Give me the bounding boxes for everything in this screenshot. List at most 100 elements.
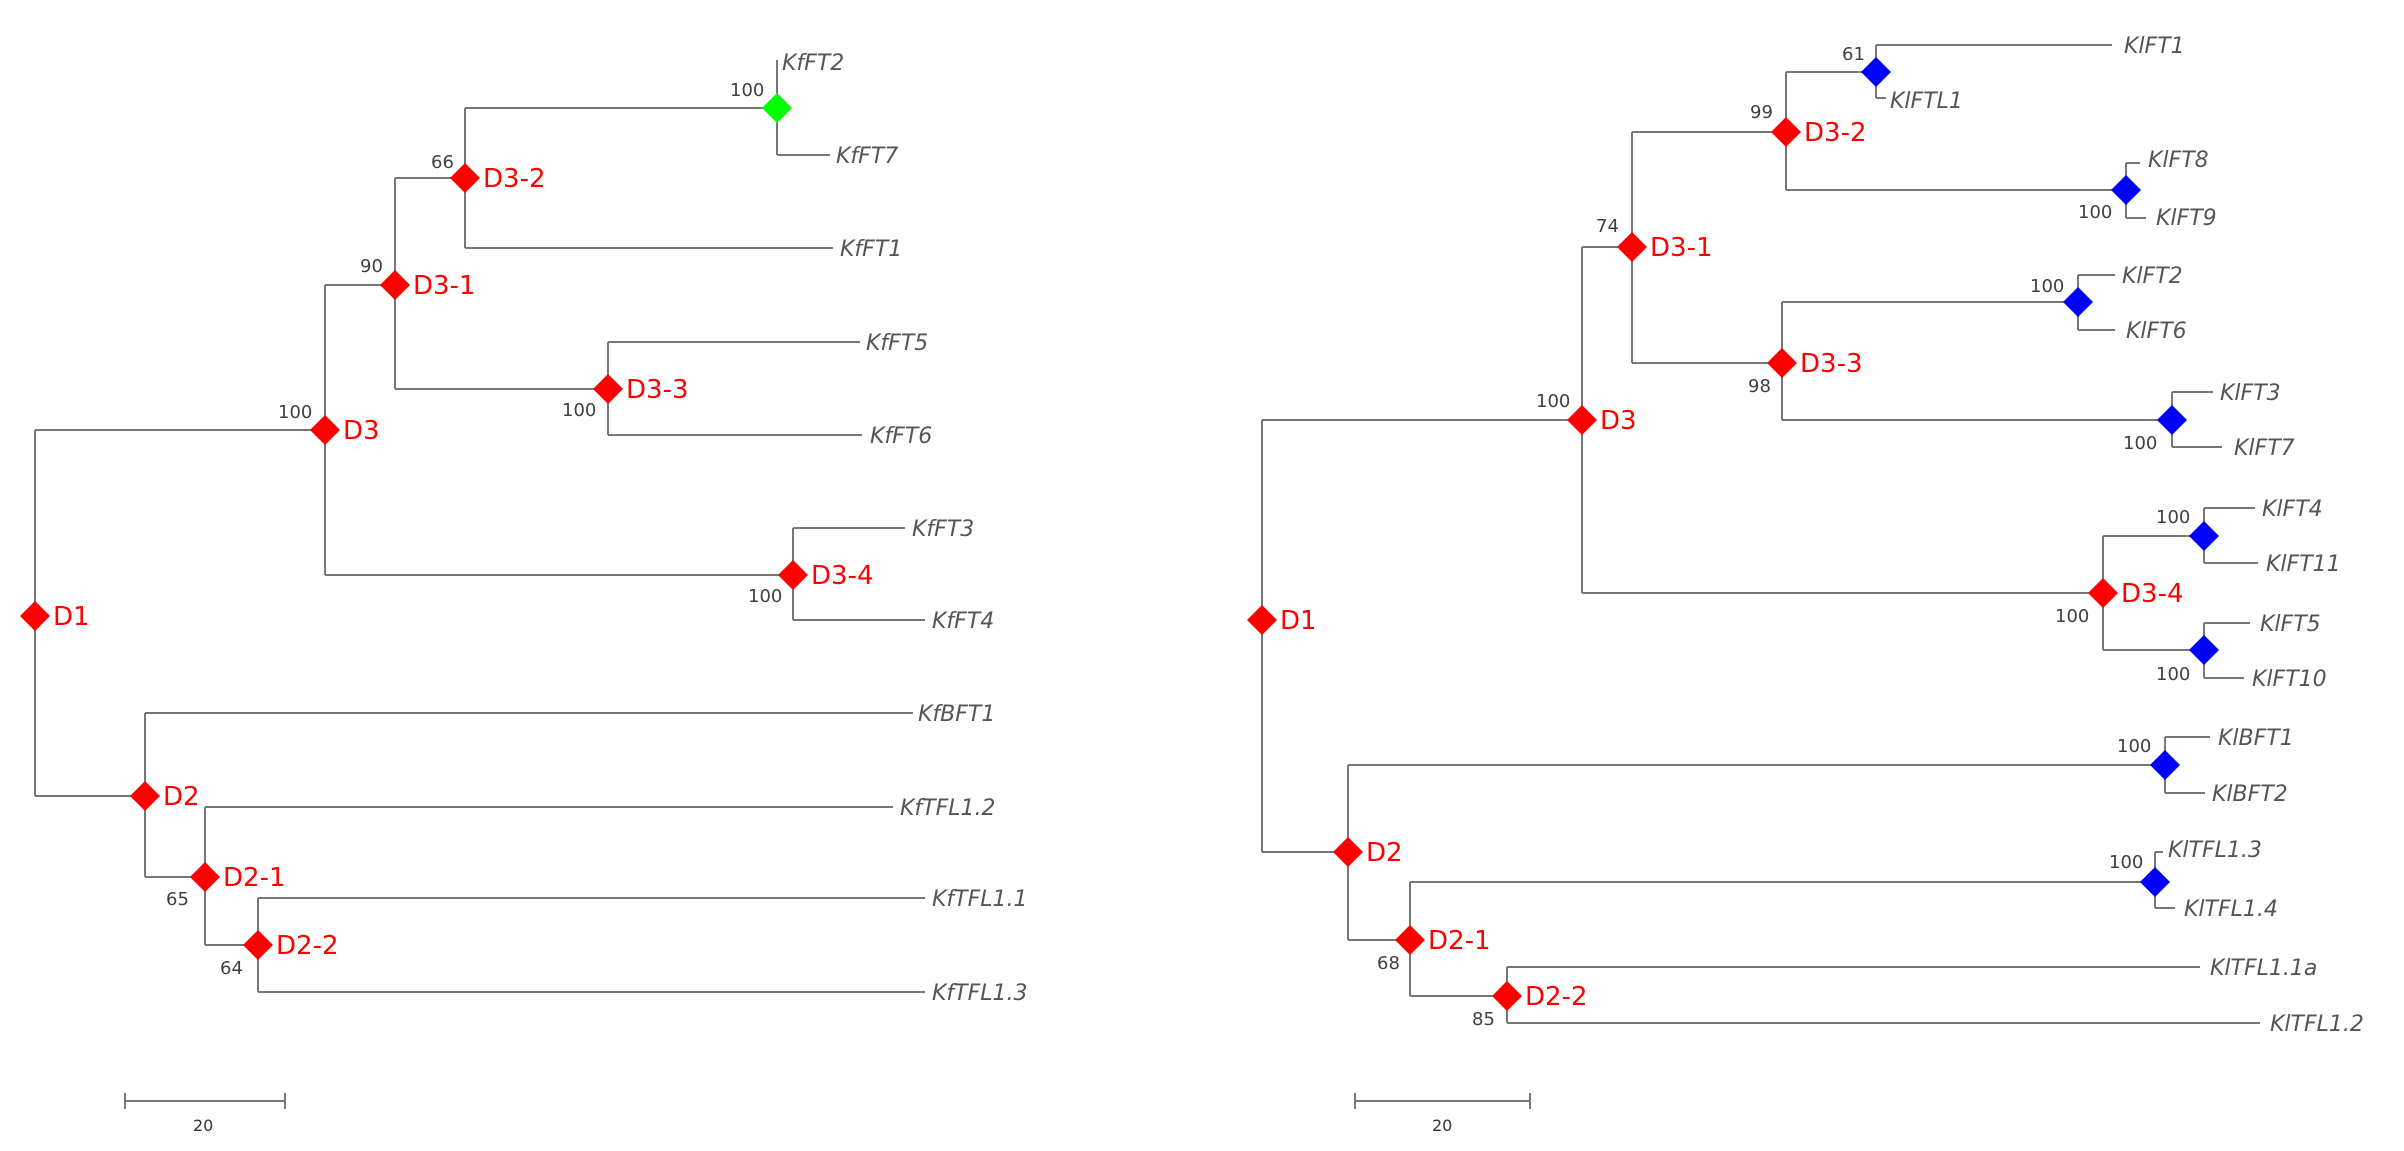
right-node-d32-marker xyxy=(1771,117,1801,147)
left-node-d2-marker xyxy=(130,781,160,811)
left-leaf-kfbft1: KfBFT1 xyxy=(918,702,995,727)
right-leaf-klft10: KlFT10 xyxy=(2252,667,2327,692)
left-leaf-kfft4: KfFT4 xyxy=(932,609,994,634)
right-node-d33-marker xyxy=(1767,348,1797,378)
left-leaf-kfft3: KfFT3 xyxy=(912,517,974,542)
right-node-b2-marker xyxy=(2111,175,2141,205)
left-leaf-kfft5: KfFT5 xyxy=(866,331,928,356)
right-support-b1: 61 xyxy=(1842,44,1865,65)
right-leaf-klft8: KlFT8 xyxy=(2148,148,2209,173)
right-scale-bar-line xyxy=(1354,1093,1531,1109)
left-tree: D1 D3 D3-1 D3-2 D3-3 D3-4 D2 D2-1 D2-2 1… xyxy=(20,51,1028,1135)
right-leaf-klft5: KlFT5 xyxy=(2260,612,2321,637)
left-support-d3-2: 66 xyxy=(431,152,454,173)
right-node-label-d3: D3 xyxy=(1600,406,1637,436)
right-support-b7: 100 xyxy=(2117,736,2151,757)
right-branches xyxy=(1261,44,2260,1024)
left-leaf-kfft2: KfFT2 xyxy=(782,51,844,76)
right-leaf-klft11: KlFT11 xyxy=(2266,552,2341,577)
left-support-d2-1: 65 xyxy=(166,889,189,910)
right-leaf-kltfl1-2: KlTFL1.2 xyxy=(2270,1012,2364,1037)
right-node-label-d3-3: D3-3 xyxy=(1800,349,1863,379)
right-scale-label: 20 xyxy=(1432,1116,1452,1135)
left-node-label-d3-1: D3-1 xyxy=(413,271,476,301)
left-node-d33-marker xyxy=(593,374,623,404)
left-node-d34-marker xyxy=(778,560,808,590)
right-node-label-d3-2: D3-2 xyxy=(1804,118,1867,148)
right-node-label-d1: D1 xyxy=(1280,606,1317,636)
left-leaf-kfft6: KfFT6 xyxy=(870,424,932,449)
right-node-b7-marker xyxy=(2150,750,2180,780)
right-node-b6-marker xyxy=(2189,635,2219,665)
left-support-green: 100 xyxy=(730,80,764,101)
left-leaf-kfft1: KfFT1 xyxy=(840,237,902,262)
left-node-d21-marker xyxy=(190,862,220,892)
left-node-label-d1: D1 xyxy=(53,602,90,632)
left-node-label-d3: D3 xyxy=(343,416,380,446)
right-support-d2-1: 68 xyxy=(1377,953,1400,974)
left-branches xyxy=(34,60,925,993)
left-node-labels: D1 D3 D3-1 D3-2 D3-3 D3-4 D2 D2-1 D2-2 xyxy=(53,164,874,961)
left-node-d3-marker xyxy=(310,415,340,445)
right-node-labels: D1 D3 D3-1 D3-2 D3-3 D3-4 D2 D2-1 D2-2 xyxy=(1280,118,2184,1012)
right-support-d2-2: 85 xyxy=(1472,1009,1495,1030)
left-node-label-d3-3: D3-3 xyxy=(626,375,689,405)
right-support-b4: 100 xyxy=(2123,433,2157,454)
left-node-d22-marker xyxy=(243,930,273,960)
left-support-d3-1: 90 xyxy=(360,256,383,277)
right-node-b3-marker xyxy=(2063,287,2093,317)
right-node-d3-marker xyxy=(1567,405,1597,435)
left-leaf-labels: KfFT2 KfFT7 KfFT1 KfFT5 KfFT6 KfFT3 KfFT… xyxy=(782,51,1028,1006)
right-node-label-d2-2: D2-2 xyxy=(1525,982,1588,1012)
right-leaf-klft6: KlFT6 xyxy=(2126,319,2187,344)
right-node-label-d2: D2 xyxy=(1366,838,1403,868)
left-nodes xyxy=(20,93,808,960)
right-support-d3-2: 99 xyxy=(1750,102,1773,123)
left-leaf-kftfl1-1: KfTFL1.1 xyxy=(932,887,1028,912)
right-node-d34-marker xyxy=(2088,578,2118,608)
right-leaf-klft7: KlFT7 xyxy=(2234,436,2295,461)
left-support-d3-3: 100 xyxy=(562,400,596,421)
right-leaf-klft1: KlFT1 xyxy=(2124,34,2185,59)
right-tree: D1 D3 D3-1 D3-2 D3-3 D3-4 D2 D2-1 D2-2 6… xyxy=(1247,34,2364,1135)
right-scale-bar: 20 xyxy=(1354,1093,1531,1135)
right-support-values: 61 99 100 74 100 98 100 100 100 100 100 … xyxy=(1377,44,2190,1030)
right-nodes xyxy=(1247,57,2219,1011)
right-leaf-klbft1: KlBFT1 xyxy=(2218,726,2294,751)
right-support-b5: 100 xyxy=(2156,507,2190,528)
left-scale-label: 20 xyxy=(193,1116,213,1135)
right-leaf-klbft2: KlBFT2 xyxy=(2212,782,2288,807)
right-leaf-klft9: KlFT9 xyxy=(2156,206,2217,231)
right-node-label-d3-4: D3-4 xyxy=(2121,579,2184,609)
right-leaf-klft2: KlFT2 xyxy=(2122,264,2183,289)
right-support-b8: 100 xyxy=(2109,852,2143,873)
right-node-label-d3-1: D3-1 xyxy=(1650,233,1713,263)
left-node-d1-marker xyxy=(20,601,50,631)
right-leaf-kltfl1-3: KlTFL1.3 xyxy=(2168,838,2262,863)
right-support-b3: 100 xyxy=(2030,276,2064,297)
right-leaf-klftl1: KlFTL1 xyxy=(1890,89,1963,114)
right-leaf-labels: KlFT1 KlFTL1 KlFT8 KlFT9 KlFT2 KlFT6 KlF… xyxy=(1890,34,2364,1037)
right-support-d3-1: 74 xyxy=(1596,216,1619,237)
left-leaf-kfft7: KfFT7 xyxy=(836,144,898,169)
left-node-green-marker xyxy=(762,93,792,123)
right-support-d3-3: 98 xyxy=(1748,376,1771,397)
left-node-label-d2: D2 xyxy=(163,782,200,812)
left-scale-bar: 20 xyxy=(124,1093,286,1135)
left-support-d3: 100 xyxy=(278,402,312,423)
left-node-d32-marker xyxy=(450,163,480,193)
right-leaf-klft4: KlFT4 xyxy=(2262,497,2323,522)
left-leaf-kftfl1-3: KfTFL1.3 xyxy=(932,981,1028,1006)
right-node-b4-marker xyxy=(2157,405,2187,435)
left-node-d31-marker xyxy=(380,270,410,300)
right-node-d22-marker xyxy=(1492,981,1522,1011)
right-leaf-kltfl1-1a: KlTFL1.1a xyxy=(2210,956,2317,981)
left-support-d3-4: 100 xyxy=(748,586,782,607)
right-node-d21-marker xyxy=(1395,925,1425,955)
left-node-label-d3-2: D3-2 xyxy=(483,164,546,194)
right-node-d2-marker xyxy=(1333,837,1363,867)
left-leaf-kftfl1-2: KfTFL1.2 xyxy=(900,796,996,821)
right-leaf-kltfl1-4: KlTFL1.4 xyxy=(2184,897,2278,922)
right-node-b8-marker xyxy=(2140,867,2170,897)
